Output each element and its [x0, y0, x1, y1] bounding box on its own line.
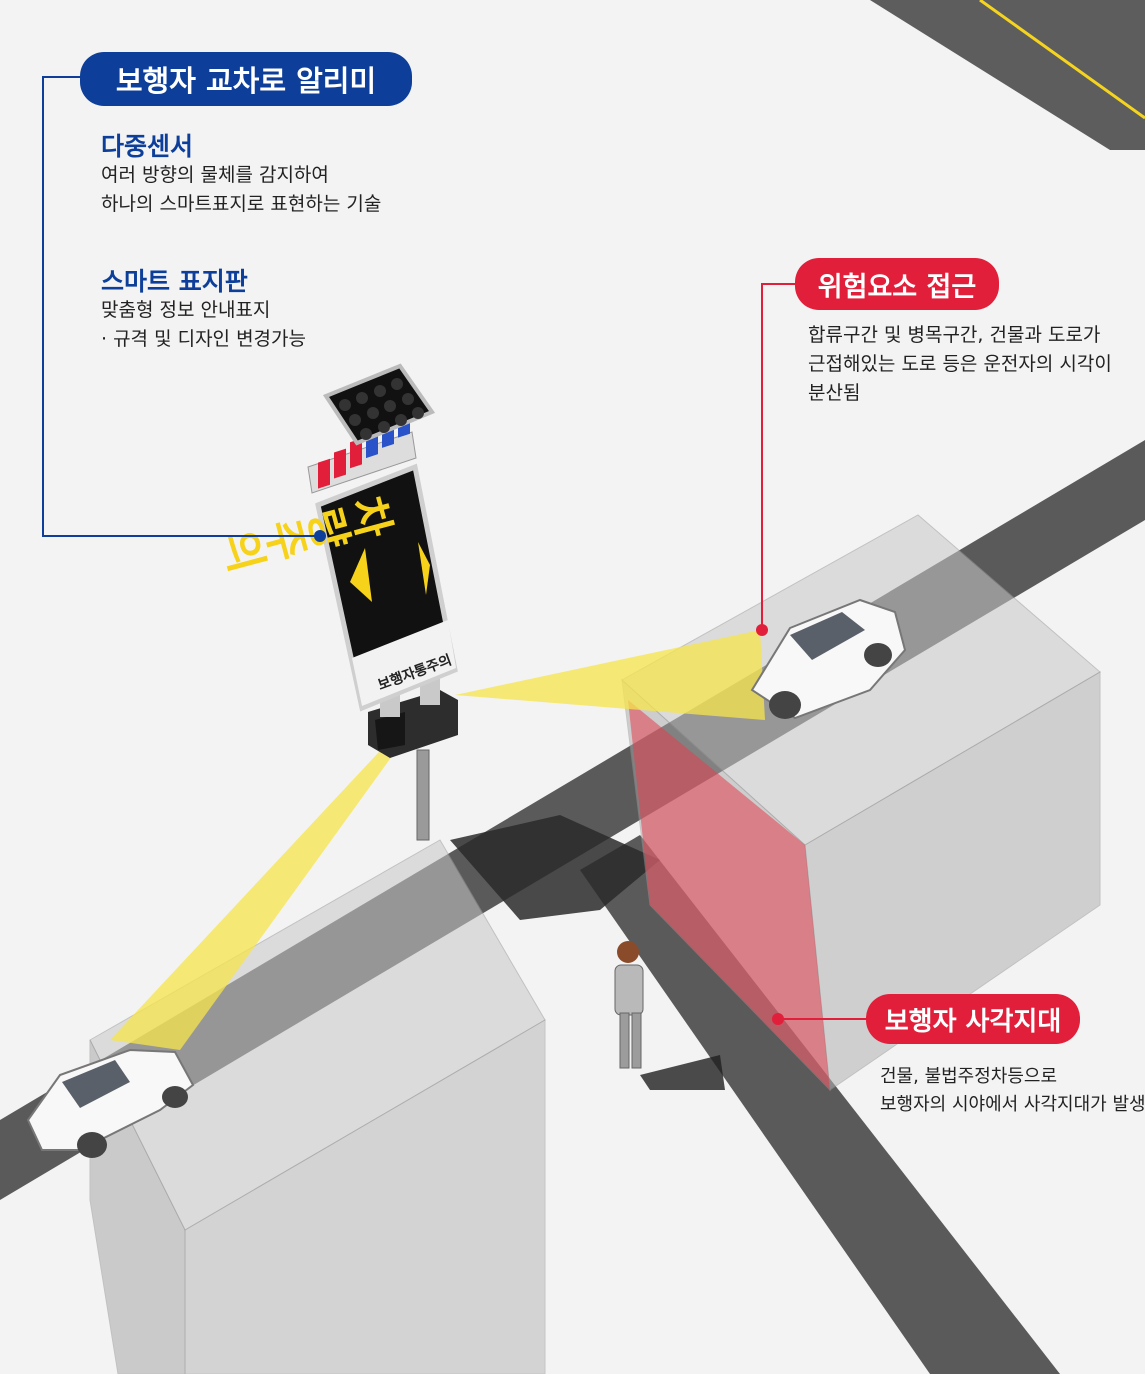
blindspot-marker-dot	[772, 1013, 784, 1025]
blind-spot-area	[628, 700, 830, 1090]
callout-line: 건물, 불법주정차등으로	[880, 1066, 1058, 1087]
section-heading-smart-sign: 스마트 표지판	[101, 267, 248, 296]
callout-line: 분산됨	[808, 382, 861, 404]
callout-blindspot-title: 보행자 사각지대	[866, 994, 1080, 1044]
cross-road	[580, 835, 1060, 1374]
main-title: 보행자 교차로 알리미	[80, 52, 412, 106]
callout-line: 합류구간 및 병목구간, 건물과 도로가	[808, 324, 1101, 346]
leader-line-danger	[761, 283, 796, 630]
left-arrow-icon	[350, 548, 372, 602]
section-line: 여러 방향의 물체를 감지하여	[101, 164, 329, 186]
leader-line-main	[42, 76, 320, 537]
right-arrow-icon	[418, 542, 430, 595]
pedestrian	[614, 941, 644, 1069]
danger-marker-dot	[756, 624, 768, 636]
section-heading-sensor: 다중센서	[101, 132, 194, 161]
sign-pole	[416, 749, 430, 841]
car-right	[750, 598, 907, 720]
sensor-beam-right	[455, 630, 765, 720]
solar-panel-icon	[322, 363, 436, 446]
section-line: 하나의 스마트표지로 표현하는 기술	[101, 193, 382, 215]
callout-line: 근접해있는 도로 등은 운전자의 시각이	[808, 353, 1112, 375]
car-left	[26, 1048, 195, 1158]
smart-sign	[315, 463, 458, 712]
section-line: · 규격 및 디자인 변경가능	[101, 328, 306, 350]
callout-line: 보행자의 시야에서 사각지대가 발생	[880, 1094, 1145, 1115]
top-road	[870, 0, 1145, 150]
callout-danger-title: 위험요소 접근	[795, 258, 999, 310]
sign-marker-dot	[314, 530, 326, 542]
section-line: 맞춤형 정보 안내표지	[101, 299, 271, 321]
sensor-beam-left	[110, 738, 400, 1050]
